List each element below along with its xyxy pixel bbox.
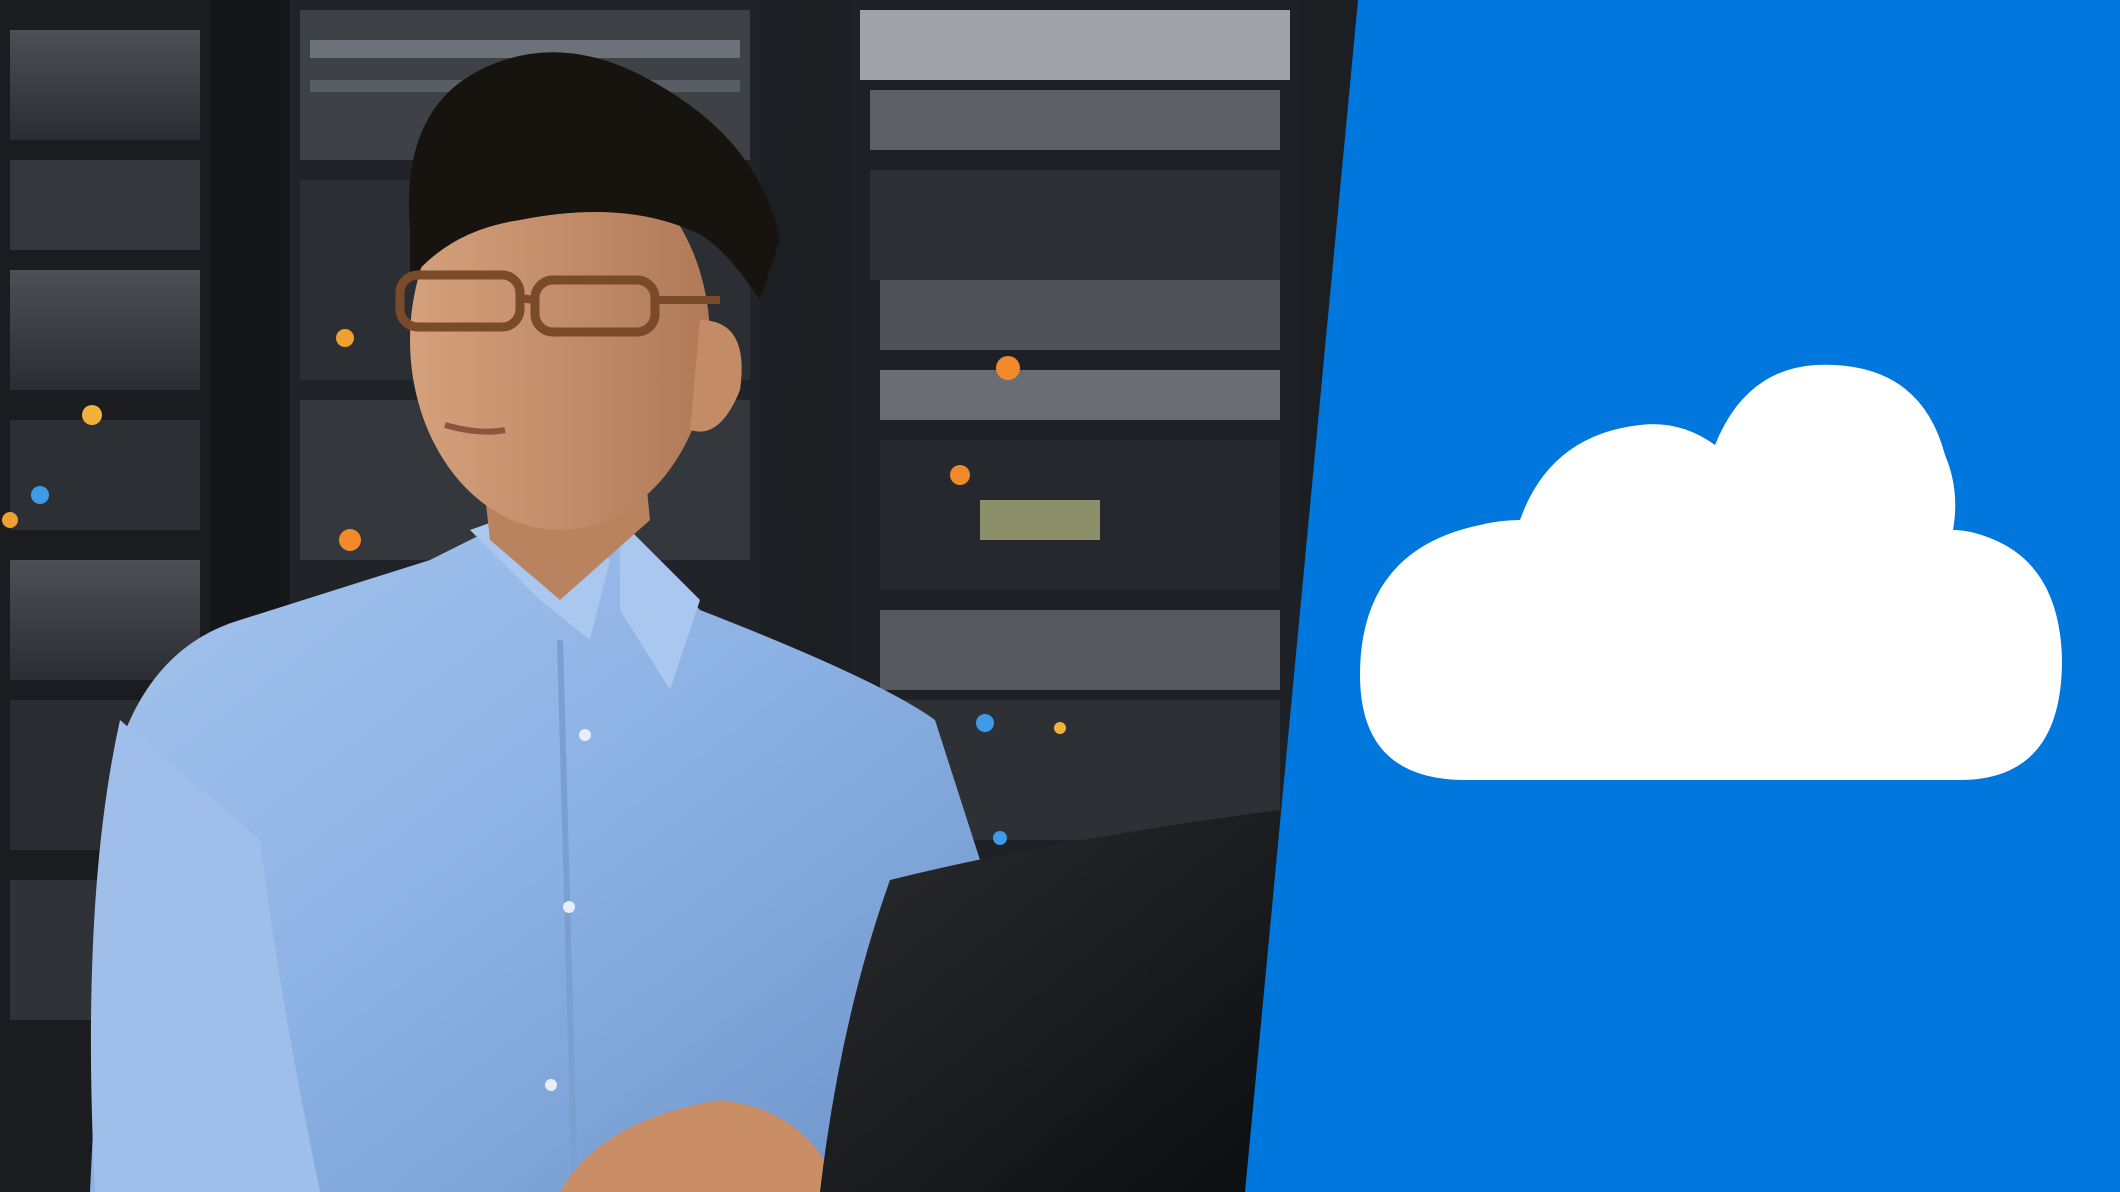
laptop (820, 810, 1290, 1192)
hand (560, 1100, 840, 1192)
shirt (90, 505, 990, 1192)
hair (408, 52, 780, 300)
face (410, 150, 710, 530)
person (90, 52, 990, 1192)
left-arm (90, 720, 320, 1192)
ear (690, 320, 742, 432)
